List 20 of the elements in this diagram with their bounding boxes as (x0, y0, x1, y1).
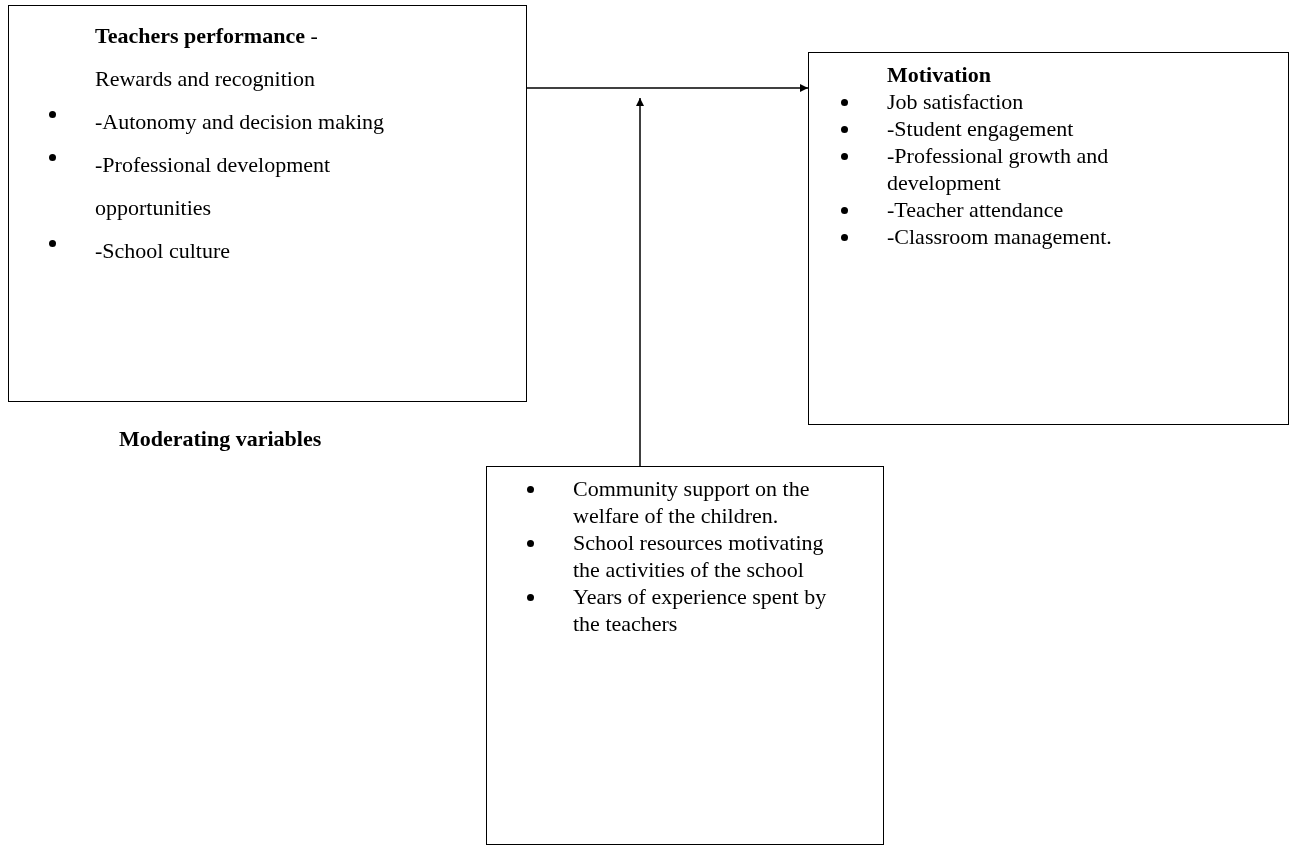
text-box (486, 466, 884, 845)
bullet-text: Job satisfaction (887, 88, 1025, 115)
heading: Motivation (886, 61, 992, 88)
text-box (8, 5, 527, 402)
bullet-text: -Autonomy and decision making (95, 108, 385, 136)
arrow (636, 97, 644, 467)
subheading: Rewards and recognition (94, 65, 316, 93)
bullet-text: -Student engagement (887, 115, 1075, 142)
section-label: Moderating variables (119, 425, 322, 452)
bullet-text: Community support on the welfare of the children. (573, 475, 811, 529)
text-box (808, 52, 1289, 425)
arrow (526, 84, 809, 92)
bullet-text: -Professional development opportunities (95, 151, 332, 222)
bullet-text: School resources motivating the activities of the school (573, 529, 825, 583)
heading: Teachers performance - (94, 22, 319, 50)
bullet-text: -School culture (95, 237, 232, 265)
bullet-text: Years of experience spent by the teachers (573, 583, 828, 637)
bullet-text: -Teacher attendance (887, 196, 1065, 223)
bullet-text: -Classroom management. (887, 223, 1113, 250)
bullet-text: -Professional growth and development (887, 142, 1110, 196)
